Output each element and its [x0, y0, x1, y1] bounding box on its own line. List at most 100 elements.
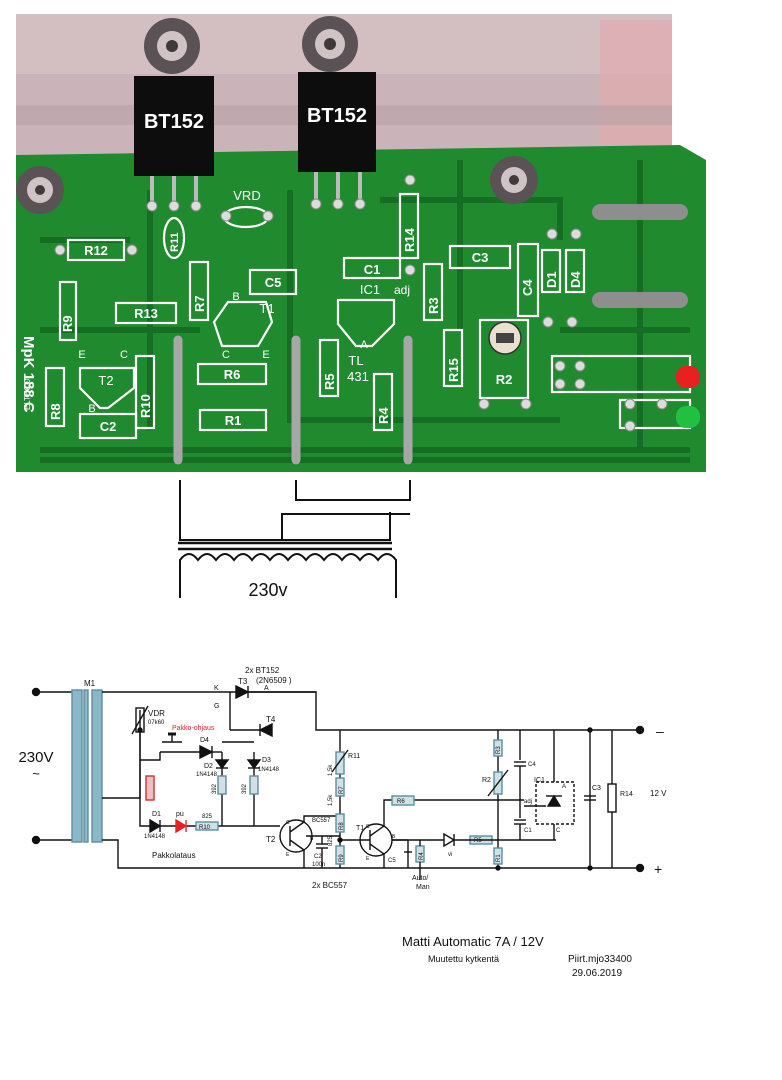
label-c5: C5	[265, 275, 282, 290]
label-r11: R11	[169, 232, 181, 252]
d2-type: 1N4148	[196, 772, 218, 778]
r6-label: R6	[397, 799, 405, 805]
thyristors-alt: (2N6509 )	[256, 676, 292, 685]
vi-label: vi	[448, 852, 452, 858]
thyristors-label: 2x BT152	[245, 666, 280, 675]
t2-pin-c: C	[286, 820, 290, 826]
label-t2: T2	[98, 373, 113, 388]
t2-pin-b: B	[310, 836, 314, 842]
label-tl: TL	[348, 353, 363, 368]
adj-label: adj	[524, 799, 532, 805]
d2-label: D2	[204, 763, 213, 770]
t3-label: T3	[238, 677, 248, 686]
label-t1: T1	[259, 301, 274, 316]
d3-label: D3	[262, 757, 271, 764]
t1-pin-b: B	[392, 834, 396, 840]
led-green-icon	[676, 406, 700, 428]
schematic-diagram: 230V ~ M1 2x BT152 (2N6509 ) K A G T3 T4…	[18, 666, 667, 891]
r4-label: R4	[419, 852, 425, 860]
t1-pin-c: C	[366, 824, 370, 830]
pcb-board	[16, 145, 706, 472]
label-c-t1: C	[222, 349, 230, 361]
r9-label: R9	[339, 854, 345, 862]
minus-terminal: –	[656, 723, 664, 739]
label-r4: R4	[376, 407, 391, 424]
caption-title: Matti Automatic 7A / 12V	[402, 934, 544, 949]
label-r10: R10	[138, 394, 153, 418]
label-r15: R15	[446, 358, 461, 382]
t2-label: T2	[266, 835, 276, 844]
ic-pin-c: C	[556, 828, 561, 834]
c5-label: C5	[388, 858, 396, 864]
label-e-t2: E	[78, 349, 85, 361]
d4-label: D4	[200, 737, 209, 744]
r2-label: R2	[482, 777, 491, 784]
pushbutton-icon	[162, 742, 182, 750]
pu-label: pu	[176, 811, 184, 818]
caption-subtitle: Muutettu kytkentä	[428, 954, 500, 964]
r14-label: R14	[620, 791, 633, 798]
r12-value: 392	[212, 783, 218, 794]
label-r14: R14	[402, 227, 417, 252]
label-a-ic: A	[360, 339, 368, 351]
transformer-label: M1	[84, 679, 96, 688]
output-voltage: 12 V	[650, 789, 667, 798]
d1-type: 1N4148	[144, 834, 166, 840]
r8-value: 825	[328, 835, 334, 846]
r11-label: R11	[348, 753, 360, 760]
label-c4: C4	[520, 279, 535, 296]
vendor-mark: ELTECO	[23, 379, 32, 410]
t2-type: BC557	[312, 818, 331, 824]
forced-charge-label: Pakkolataus	[152, 851, 196, 860]
r10-label: R10	[199, 825, 211, 831]
c2-value: 100n	[312, 862, 325, 868]
label-c1: C1	[364, 262, 381, 277]
screw-icon	[144, 18, 200, 74]
label-adj: adj	[394, 283, 410, 297]
label-ic1: IC1	[360, 282, 380, 297]
t4-label: T4	[266, 715, 276, 724]
label-r8: R8	[48, 403, 63, 420]
label-r9: R9	[60, 315, 75, 332]
label-r6: R6	[224, 367, 241, 382]
ic-pin-a: A	[562, 784, 566, 790]
g-label: G	[214, 703, 219, 710]
board-screw-left	[16, 166, 64, 214]
label-r7: R7	[192, 295, 207, 312]
a-label: A	[264, 685, 269, 692]
man-label: Man	[416, 884, 430, 891]
r13-value: 392	[242, 783, 248, 794]
t2-pin-e: E	[286, 852, 290, 858]
auto-label: Auto/	[412, 875, 428, 882]
r7-label: R7	[339, 786, 345, 794]
c3-label: C3	[592, 785, 601, 792]
c2-label: C2	[314, 854, 322, 860]
svg-text:BT152: BT152	[144, 111, 204, 133]
label-r2: R2	[496, 372, 513, 387]
r5-label: R5	[474, 838, 482, 844]
d1-label: D1	[152, 811, 161, 818]
r1-label: R1	[496, 854, 502, 862]
r10-value: 825	[202, 814, 213, 820]
label-c3: C3	[472, 250, 489, 265]
label-d1: D1	[544, 271, 559, 288]
transformer-voltage-label: 230v	[248, 580, 287, 600]
pcb-photo: BT152 BT152 MpK 188 C ELTECO	[16, 14, 706, 600]
caption-date: 29.06.2019	[572, 968, 623, 979]
c4-label: C4	[528, 762, 536, 768]
transistors-label: 2x BC557	[312, 881, 348, 890]
led-red-icon	[676, 366, 700, 388]
r3-label: R3	[496, 746, 502, 754]
label-d4: D4	[568, 271, 583, 288]
r7-value: 1,5k	[328, 794, 334, 806]
label-431: 431	[347, 369, 369, 384]
ic1-label: IC1	[534, 777, 545, 784]
label-r12: R12	[84, 243, 108, 258]
label-b-t2: B	[88, 403, 95, 415]
thyristor-bt152-right: BT152	[298, 72, 376, 204]
label-r3: R3	[426, 297, 441, 314]
label-e-t1: E	[262, 349, 269, 361]
mains-label: 230V	[18, 749, 53, 766]
t1-pin-e: E	[366, 856, 370, 862]
c1-label: C1	[524, 828, 532, 834]
